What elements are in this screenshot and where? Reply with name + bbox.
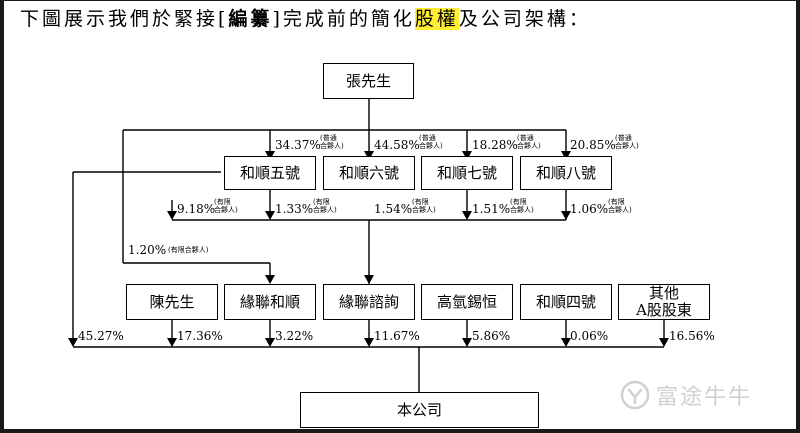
note-lp-self: (有限合夥人) [214,198,238,214]
pct-gp-5: 34.37% [275,138,321,152]
box-heshun-7: 和順七號 [421,156,513,190]
pct-lp-8: 1.06% [570,202,609,216]
pct-gp-7: 18.28% [472,138,518,152]
note-gp-5: (普通合夥人) [320,134,344,150]
box-mr-zhang: 張先生 [323,63,414,99]
pct-zixun: 11.67% [374,329,420,343]
heading-part-3: ]完成前的簡化 [272,8,415,30]
box-the-company: 本公司 [300,392,539,428]
pct-lianhe: 3.22% [275,329,314,343]
note-lp-7: (有限合夥人) [510,198,534,214]
box-heshun-8: 和順八號 [520,156,612,190]
watermark-text: 富途牛牛 [656,385,753,410]
note-lp-5: (有限合夥人) [313,198,337,214]
heading-part-5: 及公司架構： [458,8,591,30]
heading-part-1: 下圖展示我們於緊接[ [20,8,229,30]
note-gp-8: (普通合夥人) [615,134,639,150]
pct-gp-6: 44.58% [374,138,420,152]
box-other-a-shareholders: 其他 A股股東 [618,284,710,320]
note-gp-7: (普通合夥人) [517,134,541,150]
note-lianhe-lp: (有限合夥人) [168,246,209,254]
box-yuanlian-heshun: 緣聯和順 [224,284,316,320]
box-mr-chen: 陳先生 [126,284,218,320]
pct-lp4: 0.06% [570,329,609,343]
pct-lp-6: 1.54% [374,202,413,216]
watermark: 富途牛牛 [620,378,752,412]
pct-lp-7: 1.51% [472,202,511,216]
pct-chen: 17.36% [177,329,223,343]
others-line-1: 其他 [648,284,679,302]
futu-bull-icon [620,380,650,410]
box-gaoqing-xiheng: 高氫錫恒 [421,284,513,320]
heading-highlight: 股權 [414,8,459,30]
pct-lianhe-lp: 1.20% [128,243,167,257]
pct-lp-self: 9.18% [177,202,216,216]
box-heshun-6: 和順六號 [323,156,415,190]
box-heshun-4: 和順四號 [520,284,612,320]
others-line-2: A股股東 [636,301,692,319]
note-gp-6: (普通合夥人) [419,134,443,150]
pct-direct: 45.27% [78,329,124,343]
note-lp-8: (有限合夥人) [608,198,632,214]
box-heshun-5: 和順五號 [224,156,316,190]
pct-lp-5: 1.33% [275,202,314,216]
pct-gaoqing: 5.86% [472,329,511,343]
page-heading: 下圖展示我們於緊接[編纂]完成前的簡化股權及公司架構： [20,6,591,32]
pct-others: 16.56% [669,329,715,343]
note-lp-6: (有限合夥人) [412,198,436,214]
box-yuanlian-consulting: 緣聯諮詢 [323,284,415,320]
pct-gp-8: 20.85% [570,138,616,152]
heading-redacted-term: 編纂 [228,8,273,30]
